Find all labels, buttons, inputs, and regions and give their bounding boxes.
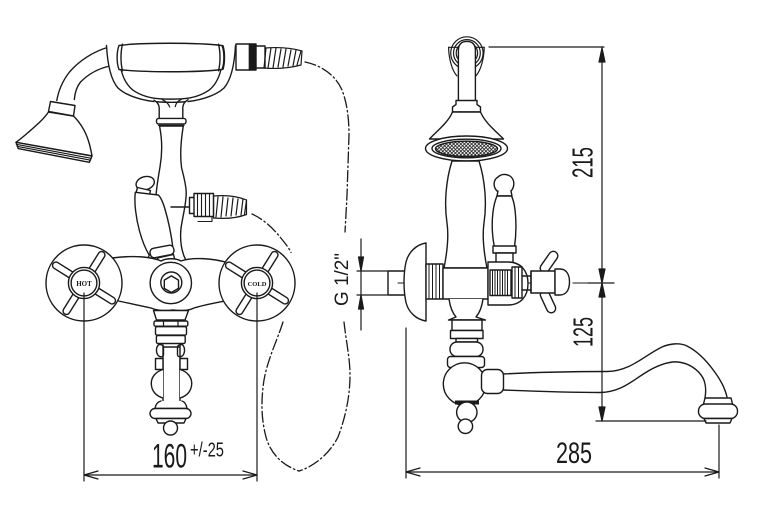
svg-text:COLD: COLD (248, 281, 267, 288)
svg-text:HOT: HOT (76, 280, 92, 288)
svg-text:160: 160 (152, 438, 187, 476)
svg-text:285: 285 (556, 437, 592, 470)
svg-text:+/-25: +/-25 (190, 440, 224, 462)
svg-text:G 1/2": G 1/2" (332, 253, 353, 306)
svg-text:125: 125 (568, 317, 599, 347)
svg-text:215: 215 (568, 147, 600, 178)
